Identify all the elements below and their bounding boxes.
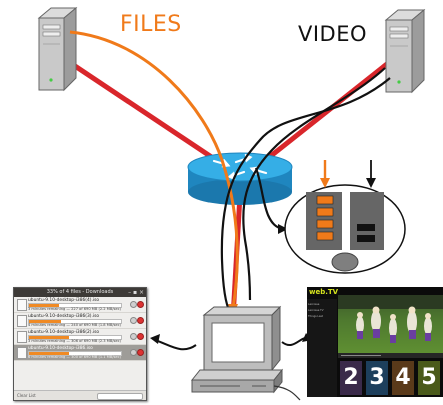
webtv-sidebar-item[interactable]: Lacrosse TV	[308, 309, 324, 312]
queue-inset	[284, 160, 406, 274]
router	[187, 152, 293, 205]
download-footer: Clear List	[14, 390, 146, 400]
webtv-logo: web.TV	[309, 288, 339, 296]
webtv-thumbnail[interactable]: 5	[418, 361, 440, 395]
file-icon	[17, 331, 27, 343]
download-progress-bar	[28, 335, 122, 340]
download-progress-bar	[28, 303, 122, 308]
file-icon	[17, 299, 27, 311]
download-progress-bar	[28, 351, 122, 356]
download-file-name: ubuntu-9.10-desktop-i386.iso	[28, 346, 93, 351]
pause-icon[interactable]	[130, 317, 137, 324]
window-controls[interactable]: – ▪ ×	[128, 289, 144, 296]
video-label: VIDEO	[298, 22, 368, 46]
cancel-icon[interactable]	[137, 301, 144, 308]
download-status: 4 minutes remaining — 240 of 690 MB (1.8…	[28, 323, 121, 327]
queue-arrowhead	[278, 224, 288, 234]
download-list: ubuntu-9.10-desktop-i386(4).iso 3 minutes…	[14, 297, 146, 361]
cancel-icon[interactable]	[137, 333, 144, 340]
download-item[interactable]: ubuntu-9.10-desktop-i386(4).iso 3 minutes…	[14, 297, 146, 313]
download-status: 6 minutes remaining — 300 of 690 MB (1.1…	[28, 355, 121, 359]
left-server	[37, 6, 78, 92]
download-file-name: ubuntu-9.10-desktop-i386(3).iso	[28, 314, 100, 319]
cancel-icon[interactable]	[137, 317, 144, 324]
download-progress-bar	[28, 319, 122, 324]
search-input[interactable]	[97, 392, 143, 400]
download-manager-window: 33% of 4 files - Downloads – ▪ × ubuntu-…	[13, 287, 147, 401]
files-label: FILES	[120, 12, 182, 37]
arrow-to-webtv	[281, 337, 306, 347]
files-stream-path	[69, 30, 239, 309]
arrow-to-downloads-head	[150, 334, 160, 344]
download-manager-title: 33% of 4 files - Downloads – ▪ ×	[14, 288, 146, 297]
video-scene	[338, 295, 443, 343]
download-status: 3 minutes remaining — 306 of 690 MB (2.3…	[28, 339, 121, 343]
video-stream-path-2	[220, 77, 391, 313]
download-file-name: ubuntu-9.10-desktop-i386(2).iso	[28, 330, 100, 335]
pause-icon[interactable]	[130, 333, 137, 340]
clear-list-button[interactable]: Clear List	[17, 393, 36, 398]
webtv-thumbnail[interactable]: 2	[340, 361, 362, 395]
webtv-thumbnail[interactable]: 4	[392, 361, 414, 395]
download-item[interactable]: ubuntu-9.10-desktop-i386.iso 6 minutes re…	[14, 345, 146, 361]
download-manager-title-text: 33% of 4 files - Downloads	[46, 289, 114, 295]
download-file-name: ubuntu-9.10-desktop-i386(4).iso	[28, 298, 100, 303]
file-icon	[17, 347, 27, 359]
video-stream-to-queue	[254, 167, 283, 231]
right-server	[384, 8, 426, 94]
video-stream-path-1	[242, 67, 386, 301]
cancel-icon[interactable]	[137, 349, 144, 356]
webtv-sidebar-item[interactable]: Things Last	[308, 315, 323, 318]
download-status: 3 minutes remaining — 227 of 690 MB (2.2…	[28, 307, 121, 311]
pause-icon[interactable]	[130, 349, 137, 356]
pause-icon[interactable]	[130, 301, 137, 308]
download-item[interactable]: ubuntu-9.10-desktop-i386(3).iso 4 minutes…	[14, 313, 146, 329]
webtv-thumbnail[interactable]: 3	[366, 361, 388, 395]
webtv-progress-bar[interactable]	[338, 353, 443, 358]
arrow-to-downloads	[154, 339, 197, 351]
webtv-sidebar-item[interactable]: Lacrosse	[308, 303, 320, 306]
client-computer	[190, 305, 301, 401]
webtv-video-frame[interactable]	[338, 295, 443, 353]
file-icon	[17, 315, 27, 327]
download-item[interactable]: ubuntu-9.10-desktop-i386(2).iso 3 minutes…	[14, 329, 146, 345]
